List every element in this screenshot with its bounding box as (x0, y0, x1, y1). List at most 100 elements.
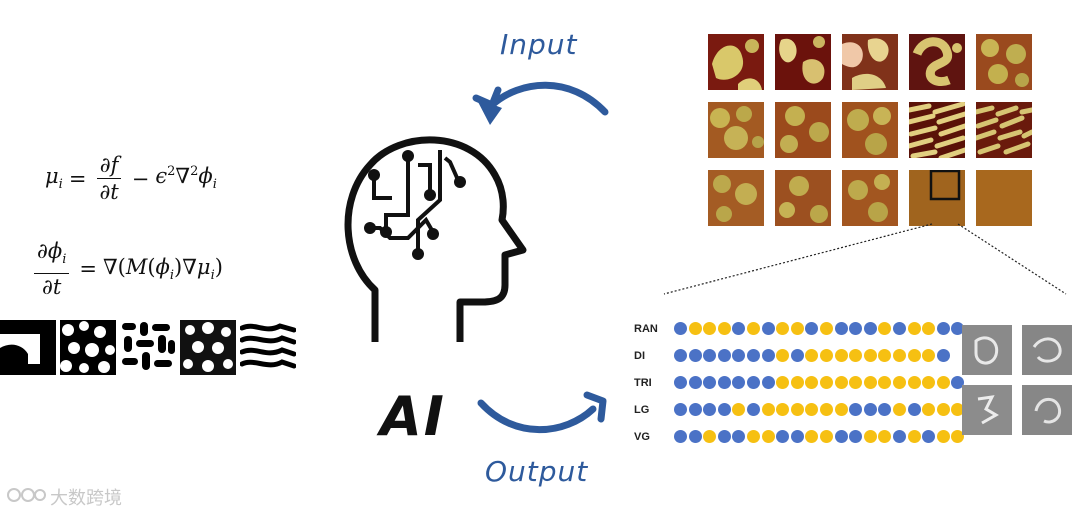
monomer-a-dot (819, 349, 833, 362)
output-image (962, 385, 1012, 435)
monomer-a-dot (805, 349, 819, 362)
pattern-image-4 (180, 320, 236, 375)
equation-chemical-potential: μi = ∂f∂t − ϵ2∇2ϕi (45, 153, 217, 204)
monomer-a-dot (746, 430, 760, 443)
monomer-b-dot (761, 349, 775, 362)
monomer-a-dot (849, 376, 863, 389)
output-image-grid (962, 325, 1072, 435)
sequence-row-di (674, 349, 966, 376)
watermark: 大数跨境 (6, 484, 122, 510)
monomer-a-dot (776, 403, 790, 416)
morphology-image (842, 170, 898, 226)
morphology-image (775, 34, 831, 90)
monomer-a-dot (878, 322, 892, 335)
monomer-sequences (674, 322, 966, 457)
monomer-a-dot (892, 349, 906, 362)
sequence-row-tri (674, 376, 966, 403)
monomer-b-dot (790, 349, 804, 362)
monomer-b-dot (878, 403, 892, 416)
monomer-a-dot (936, 430, 950, 443)
monomer-b-dot (951, 376, 965, 389)
monomer-a-dot (922, 349, 936, 362)
monomer-a-dot (819, 322, 833, 335)
monomer-a-dot (892, 403, 906, 416)
monomer-b-dot (746, 349, 760, 362)
monomer-a-dot (951, 430, 965, 443)
monomer-a-dot (805, 376, 819, 389)
monomer-b-dot (936, 322, 950, 335)
sequence-row-lg (674, 403, 966, 430)
monomer-a-dot (936, 376, 950, 389)
morphology-image (842, 102, 898, 158)
monomer-a-dot (936, 403, 950, 416)
phase-field-patterns (0, 320, 300, 375)
monomer-a-dot (805, 403, 819, 416)
monomer-b-dot (688, 376, 702, 389)
monomer-a-dot (776, 322, 790, 335)
monomer-b-dot (746, 403, 760, 416)
monomer-b-dot (688, 349, 702, 362)
monomer-a-dot (892, 376, 906, 389)
monomer-b-dot (805, 322, 819, 335)
monomer-b-dot (776, 430, 790, 443)
morphology-image (976, 34, 1032, 90)
monomer-a-dot (761, 403, 775, 416)
sequence-label: DI (634, 350, 645, 362)
morphology-image (976, 170, 1032, 226)
monomer-a-dot (922, 322, 936, 335)
monomer-a-dot (790, 376, 804, 389)
monomer-a-dot (907, 349, 921, 362)
monomer-a-dot (907, 430, 921, 443)
monomer-a-dot (805, 430, 819, 443)
monomer-a-dot (863, 349, 877, 362)
monomer-b-dot (674, 430, 687, 443)
monomer-b-dot (717, 430, 731, 443)
ai-head-circuit-icon (330, 120, 530, 360)
monomer-a-dot (878, 430, 892, 443)
monomer-b-dot (892, 430, 906, 443)
watermark-text: 大数跨境 (50, 488, 122, 509)
output-arrow-icon (475, 385, 615, 445)
monomer-b-dot (717, 376, 731, 389)
monomer-b-dot (849, 403, 863, 416)
monomer-b-dot (849, 430, 863, 443)
monomer-a-dot (834, 376, 848, 389)
monomer-b-dot (703, 403, 717, 416)
monomer-a-dot (688, 322, 702, 335)
monomer-a-dot (746, 322, 760, 335)
zoom-lines (660, 220, 1070, 300)
ai-label: AI (380, 385, 446, 448)
monomer-a-dot (834, 349, 848, 362)
monomer-b-dot (834, 430, 848, 443)
pattern-image-2 (60, 320, 116, 375)
pattern-image-1 (0, 320, 56, 375)
monomer-a-dot (819, 403, 833, 416)
monomer-a-dot (849, 349, 863, 362)
monomer-a-dot (907, 376, 921, 389)
output-image (962, 325, 1012, 375)
monomer-b-dot (907, 403, 921, 416)
monomer-b-dot (674, 403, 687, 416)
monomer-b-dot (892, 322, 906, 335)
pattern-image-5 (240, 320, 296, 375)
sequence-label: VG (634, 431, 650, 443)
monomer-b-dot (732, 322, 746, 335)
microscopy-image-grid (708, 34, 1038, 226)
sequence-row-vg (674, 430, 966, 457)
monomer-a-dot (761, 430, 775, 443)
monomer-b-dot (717, 403, 731, 416)
monomer-a-dot (819, 376, 833, 389)
monomer-a-dot (819, 430, 833, 443)
sequence-label: TRI (634, 377, 652, 389)
monomer-b-dot (732, 430, 746, 443)
monomer-b-dot (688, 430, 702, 443)
monomer-a-dot (863, 376, 877, 389)
monomer-b-dot (936, 349, 950, 362)
monomer-a-dot (907, 322, 921, 335)
monomer-b-dot (717, 349, 731, 362)
monomer-b-dot (761, 322, 775, 335)
morphology-image (708, 34, 764, 90)
monomer-a-dot (834, 403, 848, 416)
monomer-a-dot (922, 403, 936, 416)
monomer-a-dot (878, 349, 892, 362)
